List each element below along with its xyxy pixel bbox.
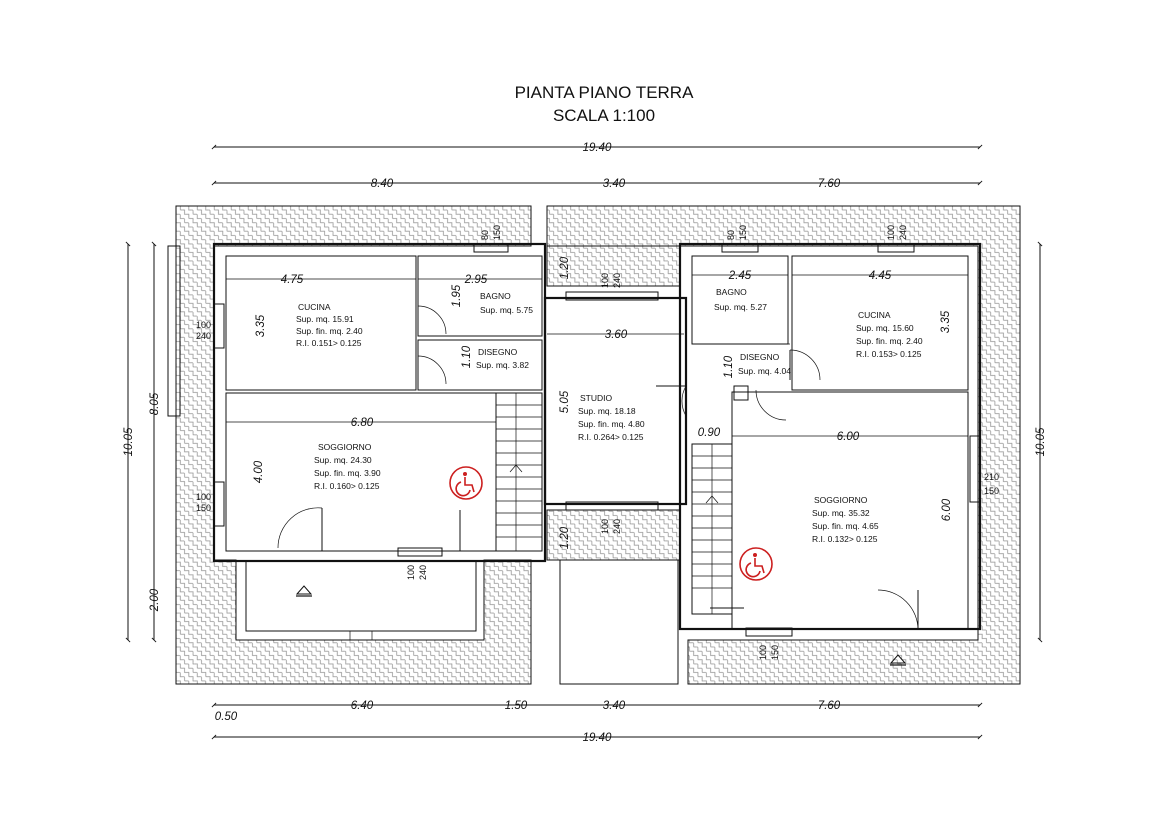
entrance-triangle-icon — [295, 585, 313, 597]
win-w1-b: 150 — [492, 225, 502, 240]
win-w7-a: 80 — [726, 230, 736, 240]
win-w5-a: 100 — [600, 273, 610, 288]
room-labels: CUCINA Sup. mq. 15.91 Sup. fin. mq. 2.40… — [296, 287, 923, 544]
room-disegno-left-sup: Sup. mq. 3.82 — [476, 360, 529, 370]
side-dimensions: 10.05 8.05 2.00 10.05 — [123, 241, 1047, 643]
win-w7-b: 150 — [738, 225, 748, 240]
dim-cucina-right-h: 3.35 — [940, 310, 952, 333]
wheelchair-icon — [449, 466, 483, 500]
room-soggiorno-left-sup: Sup. mq. 24.30 — [314, 455, 372, 465]
room-soggiorno-right-sup: Sup. mq. 35.32 — [812, 508, 870, 518]
room-soggiorno-left-ri: R.I. 0.160> 0.125 — [314, 481, 380, 491]
dim-gap-090: 0.90 — [698, 427, 721, 439]
dim-studio-h: 5.05 — [559, 390, 571, 413]
win-w6-b: 240 — [612, 519, 622, 534]
dim-disegno-right-h: 1.10 — [723, 355, 735, 378]
dim-bottom-right: 7.60 — [818, 700, 841, 712]
room-cucina-right-ri: R.I. 0.153> 0.125 — [856, 349, 922, 359]
dim-left-lower: 2.00 — [149, 588, 161, 612]
dim-left-total: 10.05 — [123, 427, 135, 456]
room-bagno-right-name: BAGNO — [716, 287, 747, 297]
dim-disegno-left-h: 1.10 — [461, 345, 473, 368]
room-soggiorno-right-name: SOGGIORNO — [814, 495, 868, 505]
dim-studio-top: 1.20 — [559, 256, 571, 279]
room-studio-fin: Sup. fin. mq. 4.80 — [578, 419, 645, 429]
dim-bottom-left: 6.40 — [351, 700, 374, 712]
room-soggiorno-left-fin: Sup. fin. mq. 3.90 — [314, 468, 381, 478]
dim-bottom-mid: 3.40 — [603, 700, 626, 712]
win-w6-a: 100 — [600, 519, 610, 534]
dim-studio-bottom: 1.20 — [559, 526, 571, 549]
win-w3-b: 150 — [196, 503, 211, 513]
win-w4-b: 240 — [418, 565, 428, 580]
dim-cucina-right-w: 4.45 — [869, 270, 892, 282]
bottom-dimensions: 6.40 1.50 3.40 7.60 0.50 19.40 — [211, 700, 983, 744]
room-dimensions: 4.75 3.35 2.95 1.95 1.10 6.80 4.00 3.60 … — [226, 256, 968, 549]
win-w5-b: 240 — [612, 273, 622, 288]
dim-soggiorno-left-h: 4.00 — [253, 460, 265, 483]
dim-bottom-offset: 0.50 — [215, 711, 238, 723]
room-cucina-right-name: CUCINA — [858, 310, 891, 320]
room-disegno-left-name: DISEGNO — [478, 347, 518, 357]
dim-top-right: 7.60 — [818, 178, 841, 190]
dim-bottom-total: 19.40 — [583, 732, 612, 744]
plan-title: PIANTA PIANO TERRA — [515, 83, 695, 102]
win-w2-a: 100 — [196, 320, 211, 330]
win-w9-a: 210 — [984, 472, 999, 482]
dim-bagno-left-h: 1.95 — [451, 284, 463, 307]
room-cucina-right-fin: Sup. fin. mq. 2.40 — [856, 336, 923, 346]
room-cucina-left-fin: Sup. fin. mq. 2.40 — [296, 326, 363, 336]
dim-cucina-left-w: 4.75 — [281, 274, 304, 286]
dim-bagno-left-w: 2.95 — [464, 274, 488, 286]
win-w8-b: 240 — [898, 225, 908, 240]
dim-bagno-right-w: 2.45 — [728, 270, 752, 282]
win-w9-b: 150 — [984, 486, 999, 496]
right-unit — [678, 242, 982, 637]
paving-studio-top — [546, 245, 681, 287]
dim-left-inner: 8.05 — [149, 392, 161, 415]
wheelchair-icon — [739, 547, 773, 581]
room-studio-ri: R.I. 0.264> 0.125 — [578, 432, 644, 442]
win-w10-b: 150 — [770, 645, 780, 660]
room-bagno-right-sup: Sup. mq. 5.27 — [714, 302, 767, 312]
dim-studio-w: 3.60 — [605, 329, 628, 341]
dim-top-left: 8.40 — [371, 178, 394, 190]
room-soggiorno-left-name: SOGGIORNO — [318, 442, 372, 452]
window-labels: 80 150 100 240 100 150 100 240 100 240 1… — [196, 225, 999, 660]
plan-scale: SCALA 1:100 — [553, 106, 655, 125]
room-soggiorno-right-fin: Sup. fin. mq. 4.65 — [812, 521, 879, 531]
dim-soggiorno-right-h: 6.00 — [941, 498, 953, 521]
room-cucina-left-sup: Sup. mq. 15.91 — [296, 314, 354, 324]
dim-cucina-left-h: 3.35 — [255, 314, 267, 337]
win-w10-a: 100 — [758, 645, 768, 660]
room-bagno-left-sup: Sup. mq. 5.75 — [480, 305, 533, 315]
room-studio-name: STUDIO — [580, 393, 613, 403]
room-disegno-right-sup: Sup. mq. 4.04 — [738, 366, 791, 376]
dim-top-mid: 3.40 — [603, 178, 626, 190]
room-cucina-left-name: CUCINA — [298, 302, 331, 312]
dim-soggiorno-right-w: 6.00 — [837, 431, 860, 443]
top-dimensions: 19.40 8.40 3.40 7.60 — [211, 142, 983, 190]
room-cucina-left-ri: R.I. 0.151> 0.125 — [296, 338, 362, 348]
win-w8-a: 100 — [886, 225, 896, 240]
passage-bottom — [559, 559, 679, 685]
room-soggiorno-right-ri: R.I. 0.132> 0.125 — [812, 534, 878, 544]
win-w1-a: 80 — [480, 230, 490, 240]
dim-top-total: 19.40 — [583, 142, 612, 154]
room-bagno-left-name: BAGNO — [480, 291, 511, 301]
win-w4-a: 100 — [406, 565, 416, 580]
room-studio-sup: Sup. mq. 18.18 — [578, 406, 636, 416]
win-w2-b: 240 — [196, 331, 211, 341]
dim-right-total: 10.05 — [1035, 427, 1047, 456]
entrance-triangle-icon — [889, 654, 907, 666]
dim-bottom-gap: 1.50 — [505, 700, 528, 712]
dim-soggiorno-left-w: 6.80 — [351, 417, 374, 429]
win-w3-a: 100 — [196, 492, 211, 502]
room-disegno-right-name: DISEGNO — [740, 352, 780, 362]
studio-unit — [543, 291, 688, 511]
room-cucina-right-sup: Sup. mq. 15.60 — [856, 323, 914, 333]
paving-left — [175, 205, 532, 685]
